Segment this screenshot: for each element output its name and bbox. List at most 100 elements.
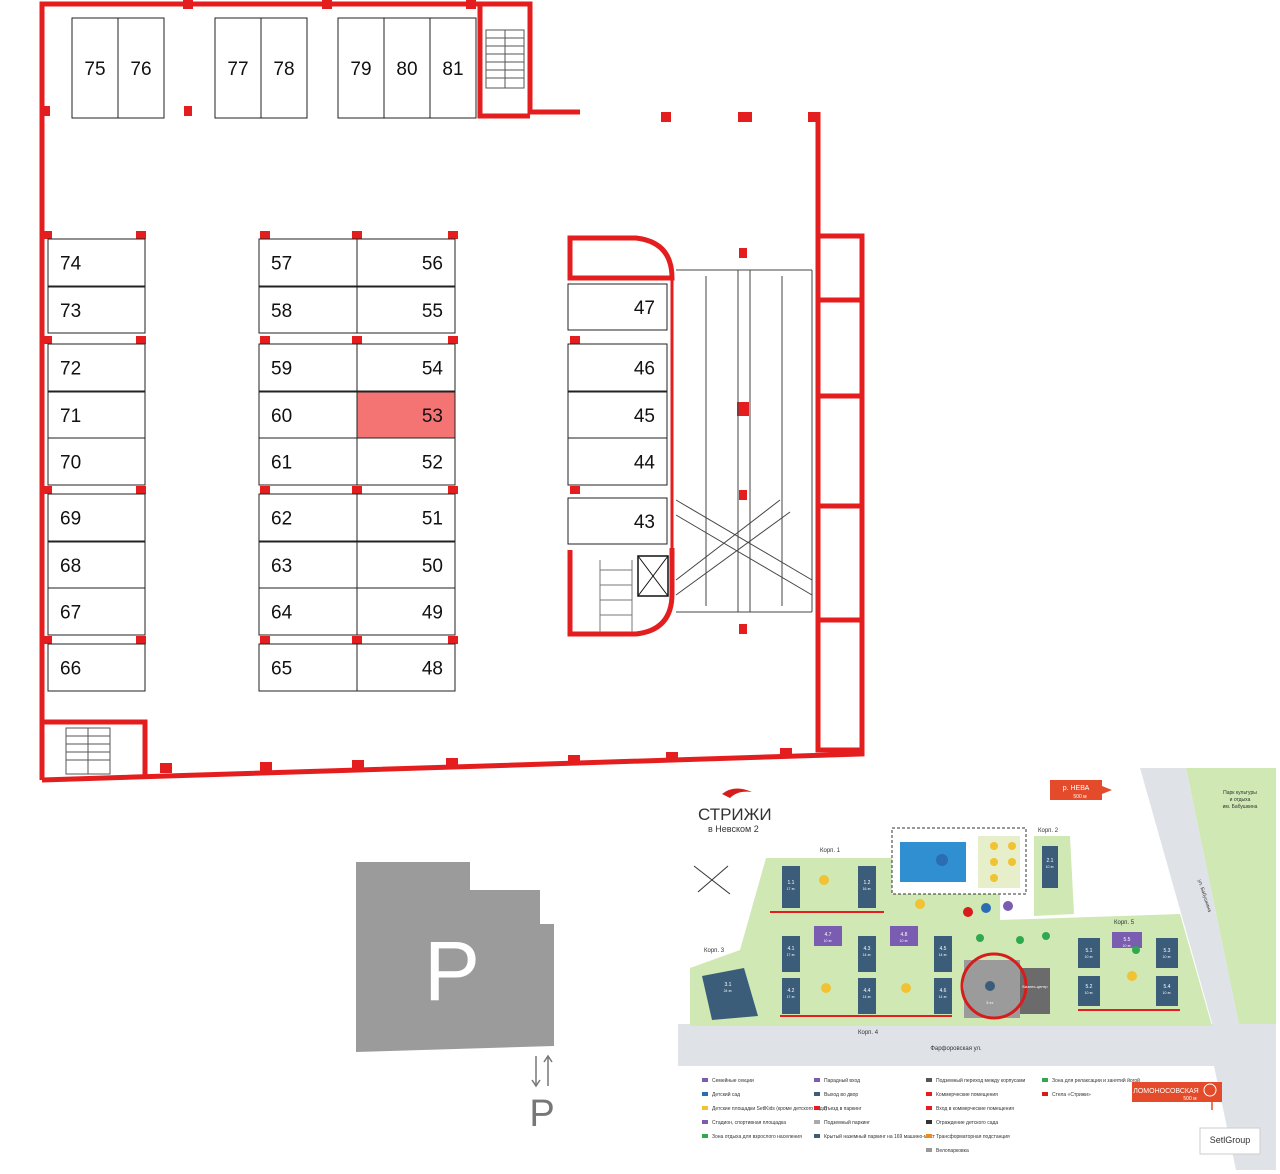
building-floors: 14 эт. <box>939 995 948 999</box>
building-id: 4.7 <box>825 932 832 938</box>
parking-space-70[interactable]: 70 <box>47 437 146 486</box>
parking-space-number: 80 <box>396 59 417 80</box>
parking-space-number: 53 <box>422 406 443 427</box>
parking-space-number: 74 <box>60 254 82 275</box>
parking-space-outline <box>117 17 165 119</box>
building-id: 4.3 <box>864 946 871 952</box>
parking-space-80[interactable]: 80 <box>383 17 431 119</box>
parking-space-66[interactable]: 66 <box>47 643 146 692</box>
legend-swatch-icon <box>1042 1078 1048 1082</box>
building-id: 4.5 <box>940 946 947 952</box>
parking-space-outline <box>47 643 146 692</box>
parking-space-54[interactable]: 54 <box>356 343 456 392</box>
parking-space-71[interactable]: 71 <box>47 391 146 439</box>
legend-item: Крытый наземный паркинг на 169 машино-ме… <box>824 1133 936 1140</box>
building-floors: 10 эт. <box>1123 944 1132 948</box>
parking-space-73[interactable]: 73 <box>47 286 146 334</box>
building-id: 1.1 <box>788 880 795 886</box>
corp-label-1: Корп. 1 <box>820 848 841 854</box>
parking-space-61[interactable]: 61 <box>258 437 358 486</box>
business-center-label: Бизнес-центр <box>1022 984 1048 989</box>
parking-space-outline <box>567 437 668 486</box>
park-label-3: им. Бабушкина <box>1223 804 1258 810</box>
parking-space-58[interactable]: 58 <box>258 286 358 334</box>
building-id: 3.1 <box>725 982 732 988</box>
parking-space-56[interactable]: 56 <box>356 238 456 287</box>
parking-block: P <box>356 862 554 1052</box>
legend-swatch-icon <box>702 1078 708 1082</box>
parking-space-53[interactable]: 53 <box>356 391 456 439</box>
parking-space-74[interactable]: 74 <box>47 238 146 287</box>
parking-space-64[interactable]: 64 <box>258 587 358 636</box>
parking-space-62[interactable]: 62 <box>258 493 358 542</box>
compass-icon <box>693 865 731 895</box>
parking-space-outline <box>258 391 358 439</box>
developer-logo: SetlGroup <box>1210 1135 1251 1145</box>
parking-space-65[interactable]: 65 <box>258 643 358 692</box>
parking-space-48[interactable]: 48 <box>356 643 456 692</box>
legend-swatch-icon <box>1042 1092 1048 1096</box>
parking-space-69[interactable]: 69 <box>47 493 146 542</box>
legend-item: Стела «Стрижи» <box>1052 1092 1091 1098</box>
parking-space-78[interactable]: 78 <box>260 17 308 119</box>
parking-space-63[interactable]: 63 <box>258 541 358 589</box>
building-floors: 10 эт. <box>900 939 909 943</box>
parking-space-44[interactable]: 44 <box>567 437 668 486</box>
parking-space-number: 57 <box>271 254 292 275</box>
parking-space-number: 76 <box>130 59 151 80</box>
building-floors: 16 эт. <box>863 887 872 891</box>
legend-item: Семейные секции <box>712 1077 754 1084</box>
parking-space-number: 51 <box>422 509 443 530</box>
site-logo-name: СТРИЖИ <box>698 805 772 824</box>
building-id: 5.5 <box>1124 937 1131 943</box>
building-floors: 17 эт. <box>787 995 796 999</box>
legend-swatch-icon <box>814 1120 820 1124</box>
parking-space-number: 55 <box>422 301 443 322</box>
legend-swatch-icon <box>702 1134 708 1138</box>
parking-space-number: 43 <box>634 512 655 533</box>
legend-swatch-icon <box>814 1106 820 1110</box>
parking-space-43[interactable]: 43 <box>567 497 668 545</box>
parking-space-72[interactable]: 72 <box>47 343 146 392</box>
building-floors: 10 эт. <box>1046 865 1055 869</box>
parking-space-47[interactable]: 47 <box>567 283 668 331</box>
parking-space-outline <box>258 493 358 542</box>
parking-space-79[interactable]: 79 <box>337 17 385 119</box>
parking-space-outline <box>258 437 358 486</box>
parking-space-75[interactable]: 75 <box>71 17 119 119</box>
parking-space-59[interactable]: 59 <box>258 343 358 392</box>
parking-space-50[interactable]: 50 <box>356 541 456 589</box>
legend-swatch-icon <box>926 1078 932 1082</box>
parking-space-76[interactable]: 76 <box>117 17 165 119</box>
metro-icon <box>1203 1083 1217 1097</box>
parking-space-55[interactable]: 55 <box>356 286 456 334</box>
parking-space-number: 44 <box>634 453 656 474</box>
parking-space-outline <box>47 437 146 486</box>
legend-item: Детские площадки SetlKids (кроме детског… <box>712 1106 827 1112</box>
legend-item: Вход в коммерческие помещения <box>936 1106 1014 1112</box>
parking-space-67[interactable]: 67 <box>47 587 146 636</box>
parking-space-51[interactable]: 51 <box>356 493 456 542</box>
building-id: 1.2 <box>864 880 871 886</box>
parking-space-outline <box>356 391 456 439</box>
parking-space-52[interactable]: 52 <box>356 437 456 486</box>
parking-space-number: 67 <box>60 603 81 624</box>
parking-space-77[interactable]: 77 <box>214 17 262 119</box>
entrance-arrows-icon <box>531 1054 553 1088</box>
parking-space-number: 46 <box>634 359 655 380</box>
parking-space-number: 62 <box>271 509 292 530</box>
parking-space-46[interactable]: 46 <box>567 343 668 392</box>
parking-space-57[interactable]: 57 <box>258 238 358 287</box>
parking-space-81[interactable]: 81 <box>429 17 477 119</box>
building-floors: 10 эт. <box>1085 991 1094 995</box>
parking-space-60[interactable]: 60 <box>258 391 358 439</box>
building-id: 5.4 <box>1164 984 1171 990</box>
parking-space-49[interactable]: 49 <box>356 587 456 636</box>
parking-space-number: 81 <box>442 59 463 80</box>
parking-space-number: 48 <box>422 659 443 680</box>
parking-space-outline <box>337 17 385 119</box>
column-posts <box>42 0 818 773</box>
parking-space-45[interactable]: 45 <box>567 391 668 439</box>
parking-space-68[interactable]: 68 <box>47 541 146 589</box>
